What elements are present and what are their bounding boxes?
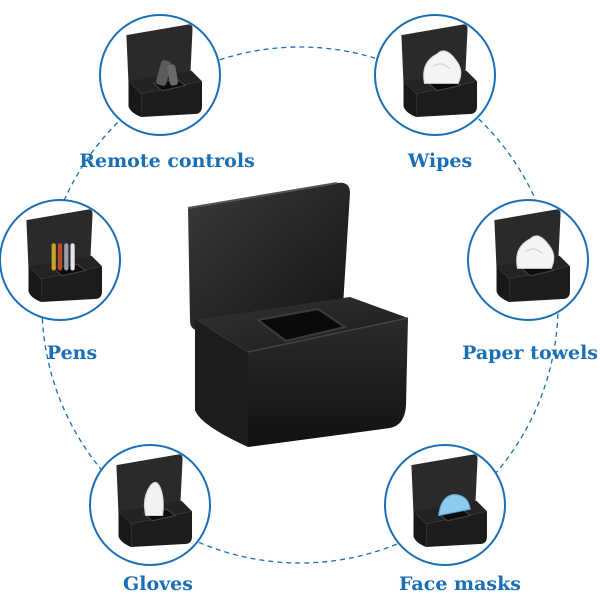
remote-control-icon: [156, 60, 179, 86]
usage-thumbnail-face-masks: [384, 444, 506, 566]
main-product-image: [187, 182, 409, 447]
wipes-icon: [423, 50, 462, 84]
usage-label-gloves: Gloves: [123, 573, 193, 595]
paper-towels-icon: [516, 235, 555, 269]
pens-icon: [51, 243, 75, 271]
gloves-icon: [143, 481, 164, 517]
usage-label-pens: Pens: [46, 342, 98, 364]
usage-label-remote-control: Remote controls: [79, 150, 255, 172]
usage-thumbnail-remote-control: [99, 14, 221, 136]
face-masks-icon: [438, 493, 471, 517]
usage-thumbnail-wipes: [374, 14, 496, 136]
usage-thumbnail-gloves: [89, 444, 211, 566]
usage-label-wipes: Wipes: [407, 150, 473, 172]
usage-label-paper-towels: Paper towels: [462, 342, 598, 364]
usage-thumbnail-pens: [0, 199, 121, 321]
usage-thumbnail-paper-towels: [467, 199, 589, 321]
usage-label-face-masks: Face masks: [398, 573, 521, 595]
